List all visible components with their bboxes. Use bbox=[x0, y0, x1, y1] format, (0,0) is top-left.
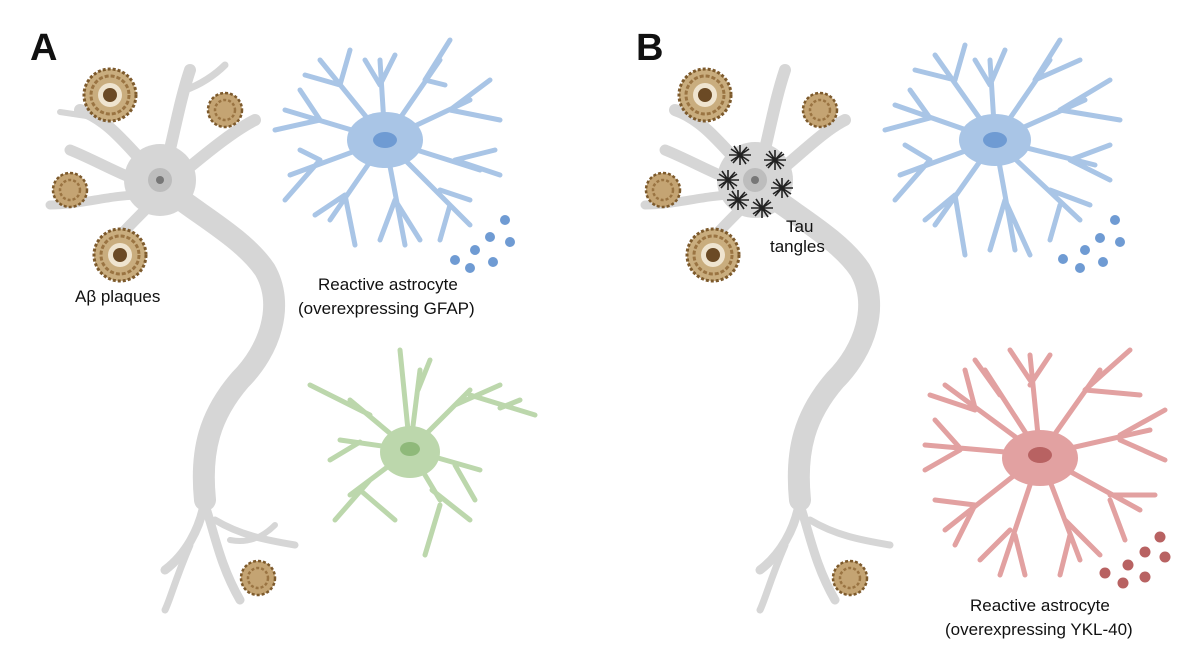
plaque-icon bbox=[51, 171, 89, 209]
plaque-icon bbox=[206, 91, 244, 129]
plaques-label: Aβ plaques bbox=[75, 287, 160, 306]
plaque-icon bbox=[644, 171, 682, 209]
astrocyte-a-label-line2: (overexpressing GFAP) bbox=[298, 299, 475, 318]
astrocyte-a-label-line1: Reactive astrocyte bbox=[318, 275, 458, 294]
plaque-icon bbox=[801, 91, 839, 129]
panel-a: A Aβ plaques bbox=[30, 27, 538, 614]
plaque-icon bbox=[677, 67, 733, 123]
tangles-label-line1: Tau bbox=[786, 217, 813, 236]
plaque-icon bbox=[92, 227, 148, 283]
plaque-icon bbox=[685, 227, 741, 283]
neuron-b-nucleolus bbox=[751, 176, 759, 184]
ykl40-dots bbox=[1099, 531, 1171, 589]
astrocyte-green bbox=[307, 347, 538, 558]
astrocyte-a-nucleus bbox=[373, 132, 397, 148]
astrocyte-green-nucleus bbox=[400, 442, 420, 456]
plaque-icon bbox=[831, 559, 869, 597]
panel-b: B Tau tangles bbox=[636, 27, 1171, 639]
gfap-dots-b bbox=[1058, 215, 1125, 273]
panel-letter-a: A bbox=[30, 27, 57, 69]
astrocyte-ykl40-nucleus bbox=[1028, 447, 1052, 463]
gfap-dots bbox=[450, 215, 515, 273]
panel-letter-b: B bbox=[636, 27, 663, 69]
astrocyte-gfap-a bbox=[272, 37, 503, 248]
astrocyte-b-nucleus bbox=[983, 132, 1007, 148]
astrocyte-b-label-line2: (overexpressing YKL-40) bbox=[945, 620, 1133, 639]
plaque-icon bbox=[239, 559, 277, 597]
plaque-icon bbox=[82, 67, 138, 123]
astrocyte-b-label-line1: Reactive astrocyte bbox=[970, 596, 1110, 615]
neuron-a-nucleolus bbox=[156, 176, 164, 184]
tangles-label-line2: tangles bbox=[770, 237, 825, 256]
